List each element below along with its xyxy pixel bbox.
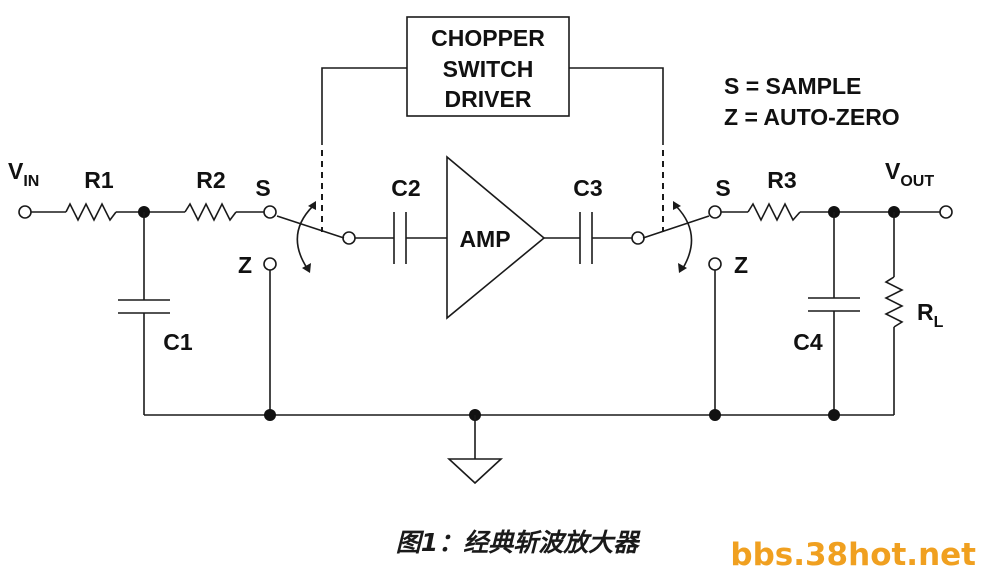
right-switch-z-contact xyxy=(708,257,722,271)
resistor-r1 xyxy=(65,202,117,222)
right-switch-pivot xyxy=(631,231,645,245)
ground-symbol xyxy=(446,458,504,485)
right-z-label: Z xyxy=(734,252,748,278)
vin-label: VIN xyxy=(8,158,39,190)
left-arrow-head-top xyxy=(308,201,316,210)
r1-label: R1 xyxy=(84,167,114,193)
right-arrow-head-top xyxy=(673,201,681,210)
r3-label: R3 xyxy=(767,167,796,193)
right-switch-s-contact xyxy=(708,205,722,219)
left-switch-z-contact xyxy=(263,257,277,271)
right-switch-motion-arrow xyxy=(675,205,693,269)
watermark-text: bbs.38hot.net xyxy=(730,537,976,573)
rl-label: RL xyxy=(917,299,944,331)
vout-terminal xyxy=(939,205,953,219)
figure-caption: 图1：经典斩波放大器 xyxy=(396,528,641,557)
left-z-label: Z xyxy=(238,252,252,278)
junction-dot-ground-right-z xyxy=(709,409,721,421)
right-arrow-head-bottom xyxy=(678,263,687,273)
amplifier-triangle xyxy=(446,155,546,320)
amp-label: AMP xyxy=(459,226,510,252)
c3-label: C3 xyxy=(573,175,602,201)
resistor-r2 xyxy=(184,202,237,222)
right-switch-blade xyxy=(642,215,710,239)
left-switch-blade xyxy=(276,215,345,239)
driver-label-line3: DRIVER xyxy=(445,86,532,112)
junction-dot-ground-left-z xyxy=(264,409,276,421)
left-switch-motion-arrow xyxy=(296,205,314,269)
left-switch-pivot xyxy=(342,231,356,245)
driver-drive-line-right xyxy=(569,67,664,145)
left-s-label: S xyxy=(255,175,270,201)
c1-label: C1 xyxy=(163,329,193,355)
c2-label: C2 xyxy=(391,175,420,201)
driver-label-line2: SWITCH xyxy=(443,56,534,82)
junction-dot-ground-c4 xyxy=(828,409,840,421)
resistor-rl xyxy=(884,276,904,328)
r2-label: R2 xyxy=(196,167,225,193)
resistor-r3 xyxy=(747,202,801,222)
vout-label: VOUT xyxy=(885,158,934,190)
vin-terminal xyxy=(18,205,32,219)
driver-label-line1: CHOPPER xyxy=(431,25,545,51)
c4-label: C4 xyxy=(793,329,823,355)
legend-sample: S = SAMPLE xyxy=(724,73,861,99)
left-arrow-head-bottom xyxy=(302,263,311,273)
right-s-label: S xyxy=(715,175,730,201)
chopper-switch-driver-box xyxy=(406,16,570,117)
left-switch-s-contact xyxy=(263,205,277,219)
legend-auto-zero: Z = AUTO-ZERO xyxy=(724,104,900,130)
driver-drive-line-left xyxy=(321,67,407,145)
